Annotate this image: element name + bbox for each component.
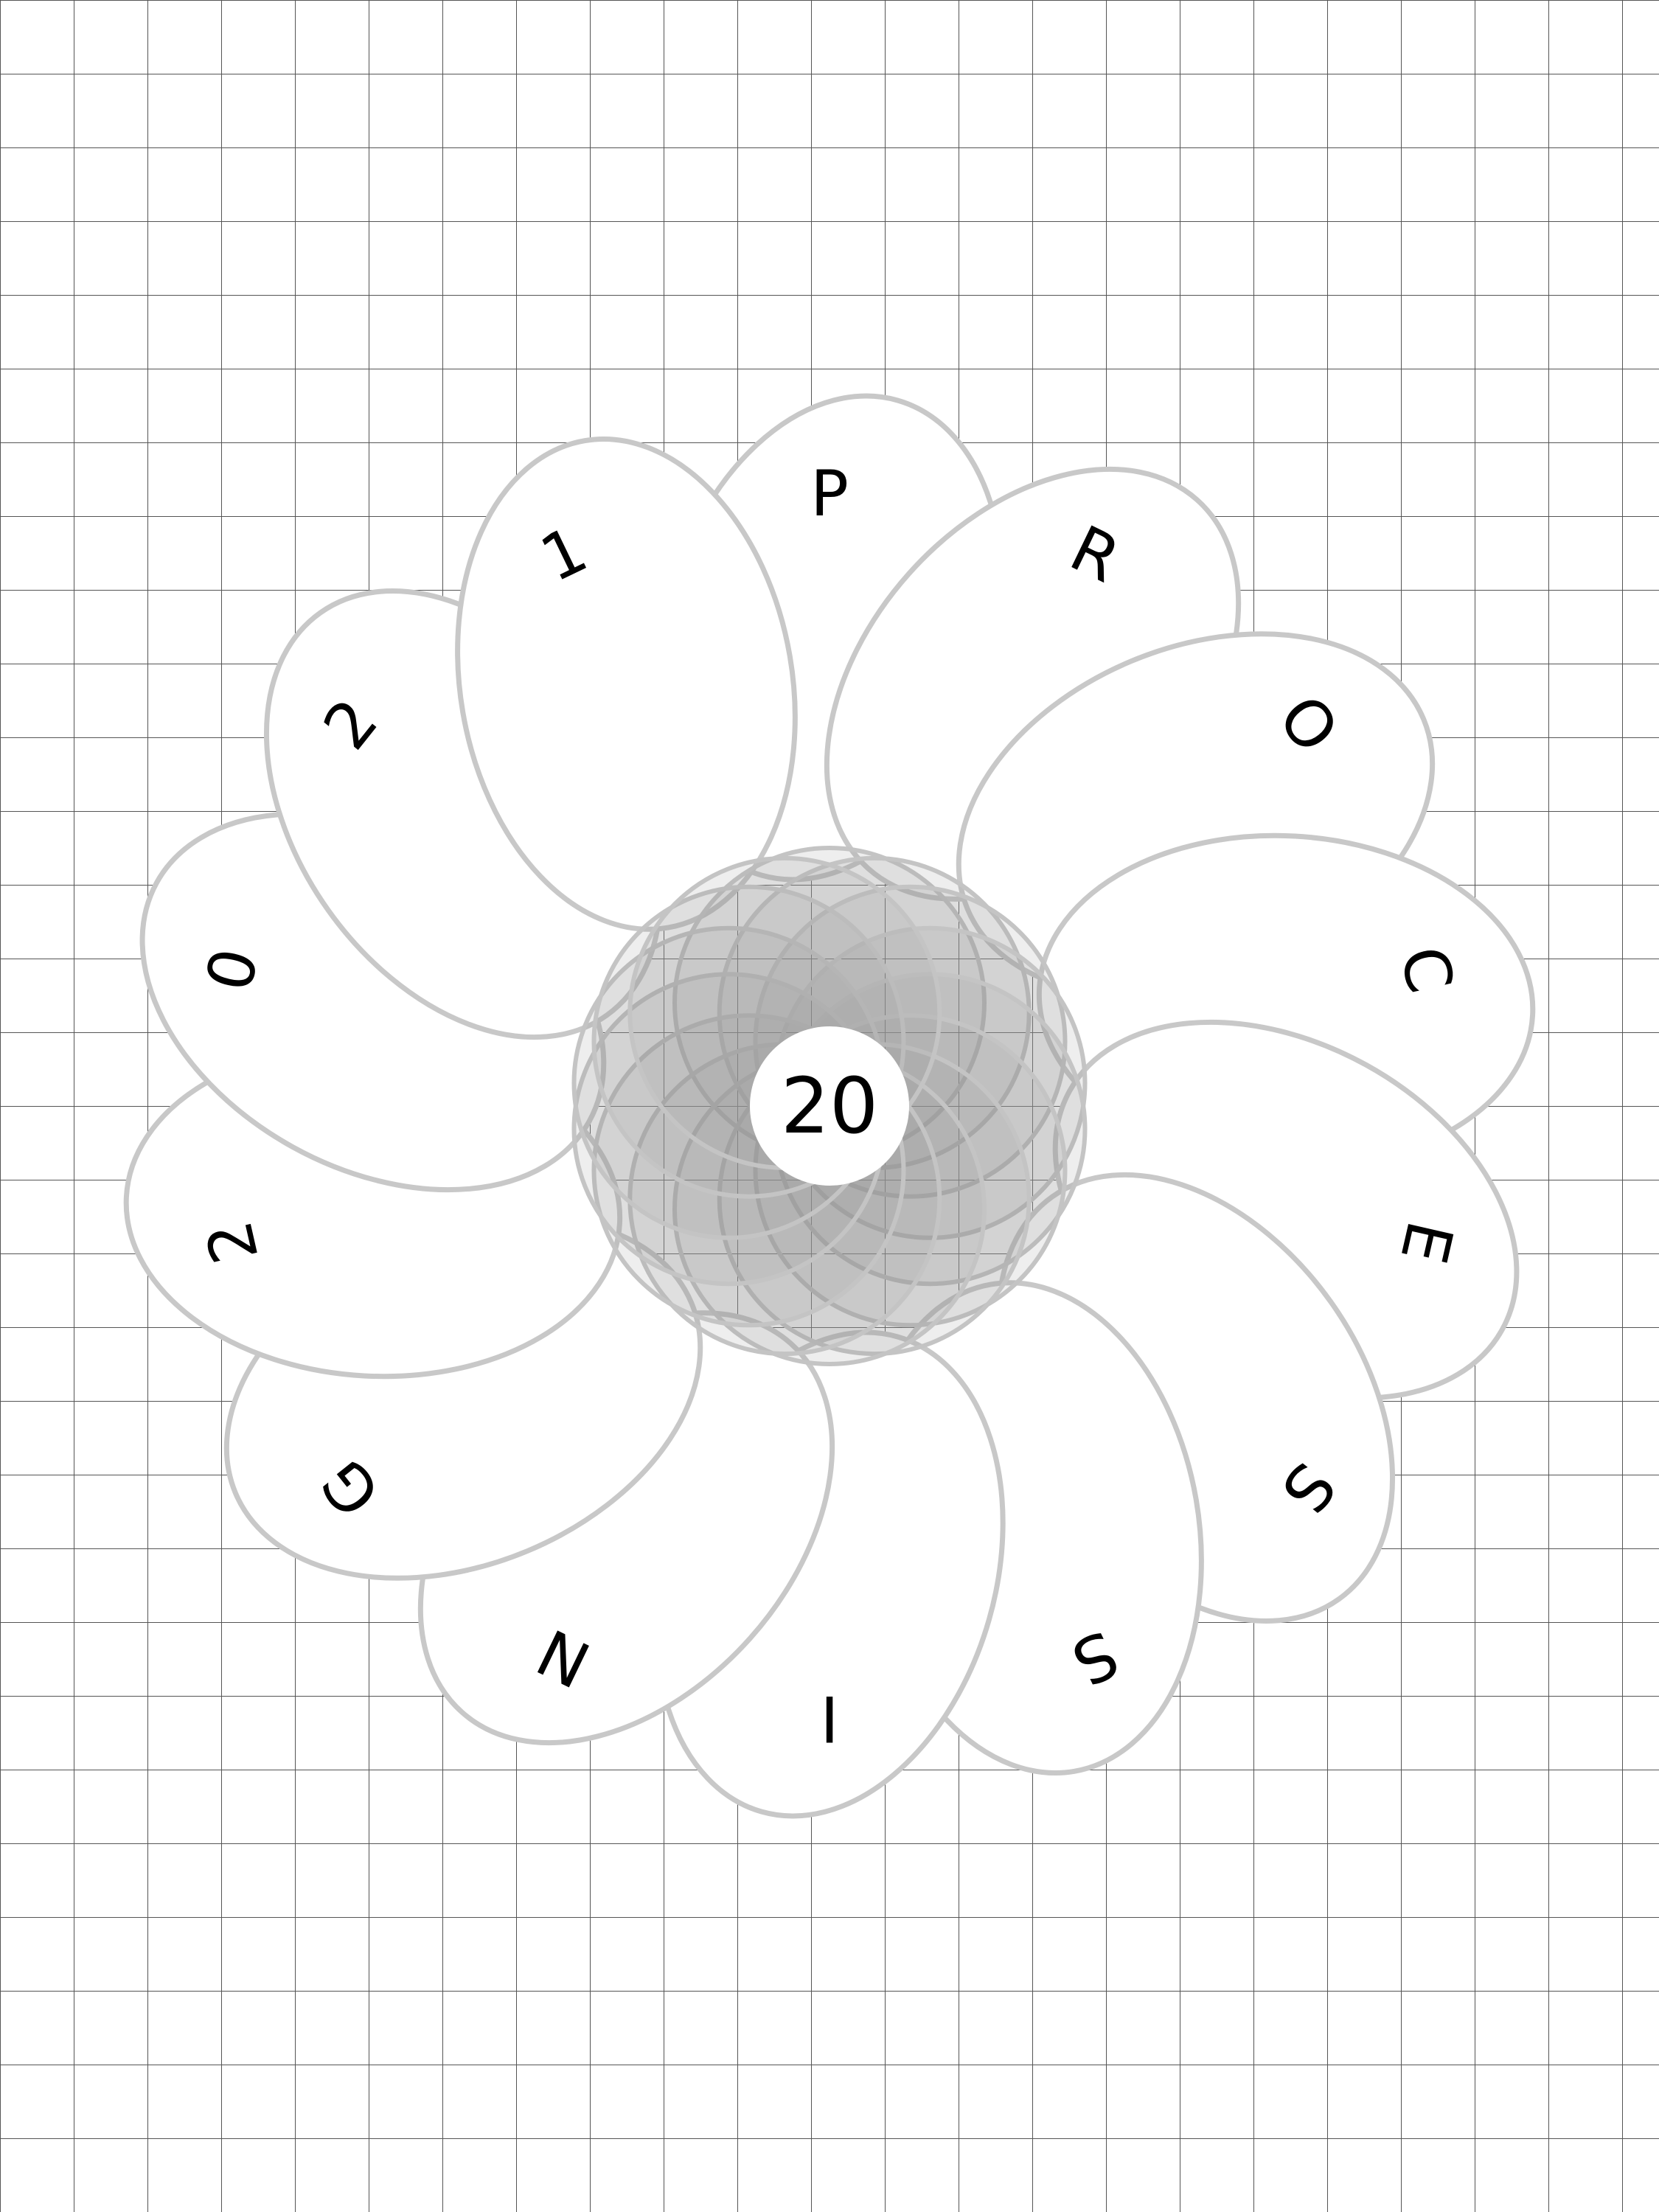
petal-letter: P (810, 457, 849, 531)
petal-letter: I (820, 1681, 838, 1755)
center-label: 20 (781, 1061, 878, 1151)
center-disc (750, 1026, 909, 1186)
petal (455, 437, 798, 932)
petal-group (123, 393, 1536, 1819)
